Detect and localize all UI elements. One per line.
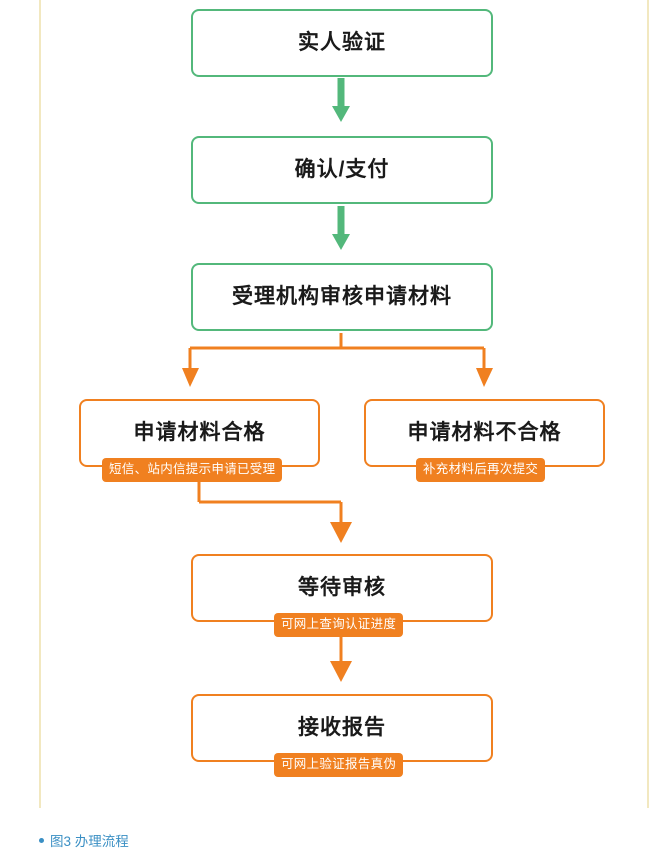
tag-materials-unqualified: 补充材料后再次提交 [416,458,546,482]
tag-waiting-review: 可网上查询认证进度 [274,613,404,637]
node-materials-unqualified[interactable]: 申请材料不合格 [364,399,605,467]
node-receive-report[interactable]: 接收报告 [191,694,493,762]
node-label: 申请材料不合格 [407,421,562,445]
figure-caption: 图3 办理流程 [39,830,129,850]
tag-receive-report: 可网上验证报告真伪 [274,753,404,777]
node-waiting-review[interactable]: 等待审核 [191,554,493,622]
node-confirm-pay[interactable]: 确认/支付 [191,136,493,204]
figure-caption-text: 图3 办理流程 [50,834,129,849]
node-real-person-verification[interactable]: 实人验证 [191,9,493,77]
node-materials-qualified[interactable]: 申请材料合格 [79,399,320,467]
node-label: 等待审核 [298,576,386,600]
figure-frame [39,0,649,808]
node-label: 实人验证 [298,31,386,55]
node-label: 受理机构审核申请材料 [232,285,452,309]
bullet-dot-icon [39,837,44,843]
tag-materials-qualified: 短信、站内信提示申请已受理 [102,458,283,482]
node-label: 申请材料合格 [133,421,266,445]
node-label: 接收报告 [298,716,386,740]
node-label: 确认/支付 [294,158,390,182]
node-agency-review-materials[interactable]: 受理机构审核申请材料 [191,263,493,331]
